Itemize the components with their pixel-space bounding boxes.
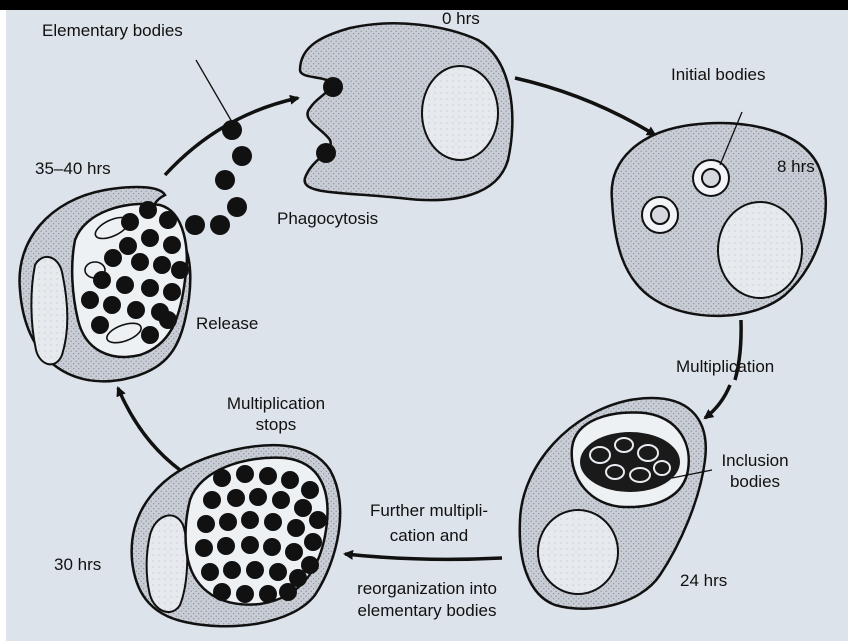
elementary-body [141, 229, 159, 247]
label-further-line2: cation and [344, 525, 514, 546]
elementary-body [264, 513, 282, 531]
nucleus [538, 510, 618, 594]
elementary-body [304, 533, 322, 551]
cell-0hrs [300, 23, 512, 200]
elementary-body [121, 213, 139, 231]
elementary-body [309, 511, 327, 529]
cell-35-40hrs [20, 187, 191, 381]
elementary-body [81, 291, 99, 309]
label-30hrs: 30 hrs [54, 554, 101, 575]
elementary-body [263, 538, 281, 556]
elementary-body [116, 276, 134, 294]
elementary-body [222, 120, 242, 140]
elementary-body [219, 513, 237, 531]
elementary-body [163, 236, 181, 254]
elementary-body [141, 326, 159, 344]
nucleus [31, 257, 67, 364]
elementary-body [287, 519, 305, 537]
nucleus [147, 515, 188, 612]
elementary-body [213, 469, 231, 487]
label-multiplication: Multiplication [676, 356, 774, 377]
elementary-body [227, 197, 247, 217]
label-0hrs: 0 hrs [442, 8, 480, 29]
elementary-body [195, 539, 213, 557]
label-multiplication-stops-line2: stops [206, 414, 346, 435]
elementary-body [163, 283, 181, 301]
elementary-body [159, 211, 177, 229]
arrow-24-to-30hrs [345, 554, 502, 559]
elementary-body [131, 253, 149, 271]
cell-30hrs [132, 445, 340, 626]
elementary-body [259, 585, 277, 603]
initial-body-core [702, 169, 720, 187]
elementary-body [236, 585, 254, 603]
label-8hrs: 8 hrs [777, 156, 815, 177]
elementary-body [139, 201, 157, 219]
elementary-body [236, 465, 254, 483]
initial-body-core [651, 206, 669, 224]
elementary-body [210, 215, 230, 235]
nucleus [422, 66, 498, 160]
elementary-body [197, 515, 215, 533]
arrow-30-to-release [118, 388, 180, 470]
elementary-body [279, 583, 297, 601]
elementary-body [127, 301, 145, 319]
label-reorganization-line1: reorganization into [332, 578, 522, 599]
elementary-body [246, 561, 264, 579]
elementary-body [227, 489, 245, 507]
arrow-0-to-8hrs [515, 78, 655, 135]
arrow-multiplication-to-24hrs [705, 385, 730, 418]
elementary-body [232, 146, 252, 166]
label-inclusion-line1: Inclusion [705, 450, 805, 471]
elementary-body [185, 215, 205, 235]
label-reorganization-line2: elementary bodies [332, 600, 522, 621]
elementary-body [249, 488, 267, 506]
elementary-body [213, 583, 231, 601]
elementary-body [153, 256, 171, 274]
label-elementary-bodies: Elementary bodies [42, 20, 183, 41]
elementary-body [272, 491, 290, 509]
elementary-body [141, 279, 159, 297]
elementary-body [259, 467, 277, 485]
label-release: Release [196, 313, 258, 334]
label-multiplication-stops-line1: Multiplication [206, 393, 346, 414]
label-35-40hrs: 35–40 hrs [35, 158, 111, 179]
label-phagocytosis: Phagocytosis [277, 208, 378, 229]
elementary-body-stream [185, 120, 252, 235]
nucleus [718, 202, 802, 298]
label-24hrs: 24 hrs [680, 570, 727, 591]
label-initial-bodies: Initial bodies [671, 64, 766, 85]
elementary-body [103, 296, 121, 314]
cell-8hrs [612, 112, 826, 316]
label-further-line1: Further multipli- [344, 500, 514, 521]
elementary-body [217, 537, 235, 555]
elementary-body [316, 143, 336, 163]
elementary-body [159, 311, 177, 329]
elementary-body [91, 316, 109, 334]
label-inclusion-line2: bodies [705, 471, 805, 492]
elementary-body [241, 536, 259, 554]
elementary-body [223, 561, 241, 579]
elementary-body [323, 77, 343, 97]
elementary-body [269, 563, 287, 581]
elementary-body [171, 261, 189, 279]
elementary-body [301, 481, 319, 499]
elementary-body [104, 249, 122, 267]
elementary-body [215, 170, 235, 190]
elementary-body [241, 511, 259, 529]
elementary-body [119, 237, 137, 255]
elementary-body [281, 471, 299, 489]
elementary-body [285, 543, 303, 561]
elementary-body [93, 271, 111, 289]
elementary-body [201, 563, 219, 581]
elementary-body [203, 491, 221, 509]
elementary-body [294, 499, 312, 517]
elementary-bodies-pointer [196, 60, 232, 122]
